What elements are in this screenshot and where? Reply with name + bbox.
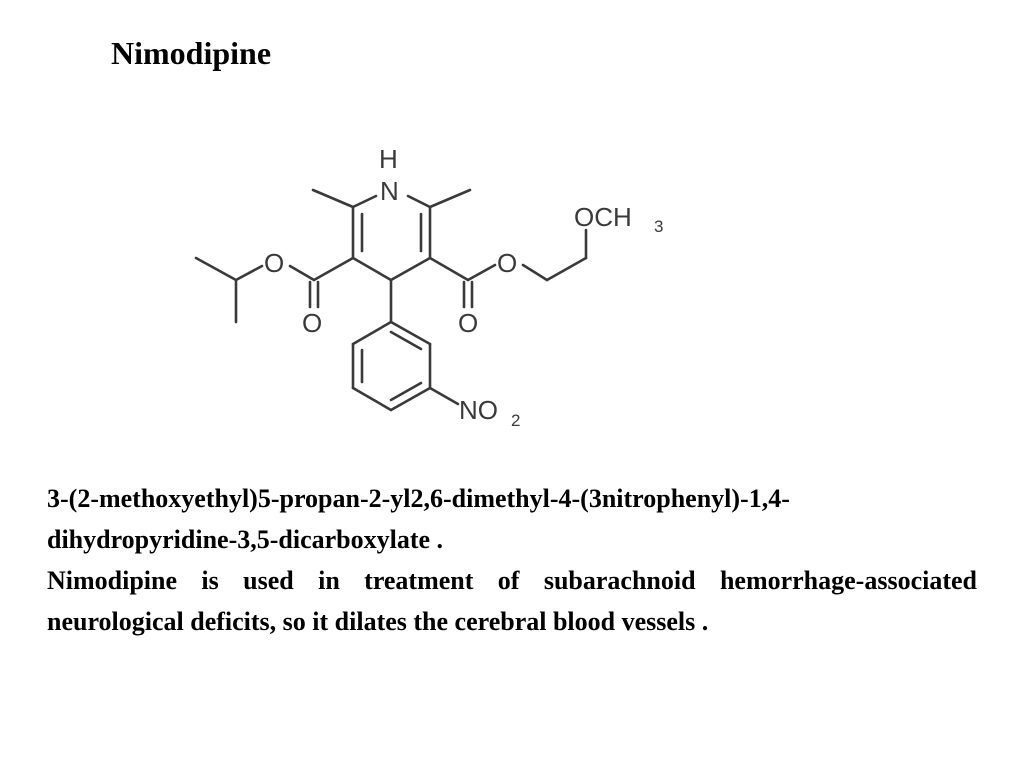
bond-o-ch2 xyxy=(521,263,549,282)
bond-o-isopropyl xyxy=(234,264,264,282)
bond-ph-1 xyxy=(351,320,393,346)
bond-methyl-left xyxy=(311,188,355,209)
bond-carbonyl-o-right xyxy=(466,263,497,282)
atom-label-och3: OCH xyxy=(574,202,632,232)
bond-n-c6 xyxy=(406,194,432,209)
iupac-name: 3-(2-methoxyethyl)5-propan-2-yl2,6-dimet… xyxy=(47,484,790,554)
atom-label-o-ester-left: O xyxy=(264,248,284,278)
bond-carbonyl-o-left xyxy=(288,264,316,282)
atom-label-o-carbonyl-left: O xyxy=(302,308,322,338)
bond-ph-4 xyxy=(389,386,432,412)
bond-ph-3 xyxy=(351,386,393,412)
atom-label-o-carbonyl-right: O xyxy=(458,308,478,338)
bond-ph-inner-2 xyxy=(389,381,423,402)
chemical-structure-diagram: H N O O O O OCH 3 NO 2 xyxy=(194,144,663,430)
bond-c5-c4 xyxy=(389,256,432,282)
bond-ph-inner-3 xyxy=(389,330,423,351)
bond-methyl-right xyxy=(428,188,472,209)
atom-label-no2-subscript: 2 xyxy=(511,411,520,430)
atom-label-no2: NO xyxy=(459,395,498,425)
bond-isopropyl-ch3-a xyxy=(194,256,238,282)
description-paragraph: Nimodipine is used in treatment of subar… xyxy=(47,566,977,636)
bond-c5-carbonyl-right xyxy=(428,256,470,282)
bond-ch2-ch2 xyxy=(545,256,588,282)
slide-title: Nimodipine xyxy=(111,35,272,71)
atom-label-h: H xyxy=(379,144,398,174)
body-text: 3-(2-methoxyethyl)5-propan-2-yl2,6-dimet… xyxy=(47,478,977,642)
atom-label-och3-subscript: 3 xyxy=(654,217,663,236)
atom-label-o-ester-right: O xyxy=(497,248,517,278)
bond-c3-c4 xyxy=(351,256,393,282)
atom-label-n: N xyxy=(380,176,399,206)
bond-ph-6 xyxy=(389,320,432,346)
bond-c3-carbonyl-left xyxy=(312,256,355,282)
bond-ph-no2 xyxy=(428,386,460,406)
bond-n-c2 xyxy=(351,194,378,209)
